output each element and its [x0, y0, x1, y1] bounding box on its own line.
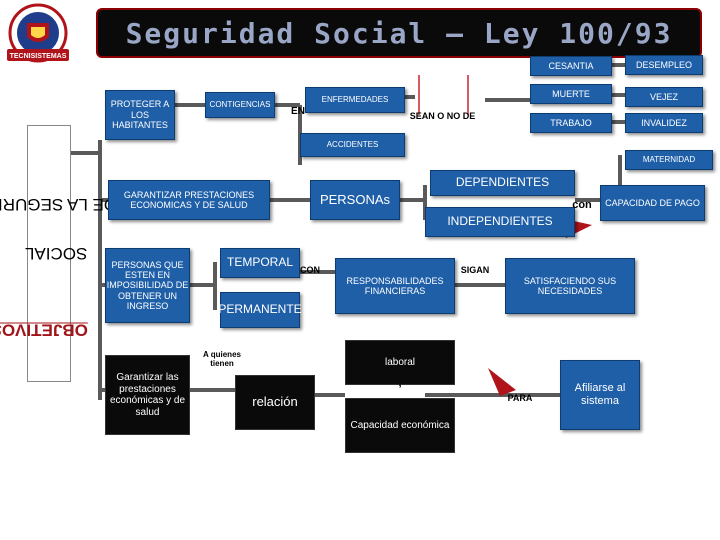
node-enfermedades: ENFERMEDADES [305, 87, 405, 113]
node-dependientes: DEPENDIENTES [430, 170, 575, 196]
node-relacion: relación [235, 375, 315, 430]
side-label-line1: DE LA SEGURIDAD [0, 194, 117, 214]
node-responsabilidades: RESPONSABILIDADES FINANCIERAS [335, 258, 455, 314]
node-independientes: INDEPENDIENTES [425, 207, 575, 237]
node-laboral: laboral [345, 340, 455, 385]
node-temporal: TEMPORAL [220, 248, 300, 278]
side-label: OBJETIVOS DE LA SEGURIDAD SOCIAL [0, 125, 117, 380]
node-maternidad: MATERNIDAD [625, 150, 713, 170]
node-contingencias: CONTIGENCIAS [205, 92, 275, 118]
institute-logo: TECNISISTEMAS [3, 3, 73, 73]
node-desempleo: DESEMPLEO [625, 55, 703, 75]
node-vejez: VEJEZ [625, 87, 703, 107]
side-label-line2: SOCIAL [25, 243, 88, 263]
node-personas: PERSONAs [310, 180, 400, 220]
node-capacidad-pago: CAPACIDAD DE PAGO [600, 185, 705, 221]
node-invalidez: INVALIDEZ [625, 113, 703, 133]
connector-en: EN [291, 106, 305, 118]
node-afiliarse: Afiliarse al sistema [560, 360, 640, 430]
node-capacidad-economica: Capacidad económica [345, 398, 455, 453]
node-permanente: PERMANENTE [218, 292, 302, 328]
connector-sigan: SIGAN [460, 264, 490, 275]
connector-sean-o-no-de: SEAN O NO DE [409, 110, 476, 121]
svg-text:TECNISISTEMAS: TECNISISTEMAS [10, 53, 67, 60]
node-garantizar-salud: Garantizar las prestaciones económicas y… [105, 355, 190, 435]
connector-comma: , [398, 376, 402, 389]
connector-a-quienes: A quienes tienen [203, 349, 241, 368]
side-label-frame [27, 125, 71, 382]
connector-para: PARA [507, 392, 533, 403]
node-cesantia: CESANTIA [530, 56, 612, 76]
node-garantizar-prestaciones: GARANTIZAR PRESTACIONES ECONOMICAS Y DE … [108, 180, 270, 220]
node-satisfaciendo: SATISFACIENDO SUS NECESIDADES [505, 258, 635, 314]
side-label-highlight: OBJETIVOS [0, 320, 89, 339]
node-muerte: MUERTE [530, 84, 612, 104]
node-trabajo: TRABAJO [530, 113, 612, 133]
shield-logo-icon: TECNISISTEMAS [7, 3, 69, 63]
node-accidentes: ACCIDENTES [300, 133, 405, 157]
node-proteger: PROTEGER A LOS HABITANTES [105, 90, 175, 140]
node-personas-que: PERSONAS QUE ESTEN EN IMPOSIBILIDAD DE O… [105, 248, 190, 323]
connector-con-upper: CON [300, 264, 320, 275]
connector-con-lower: con [572, 198, 592, 211]
page-title: Seguridad Social – Ley 100/93 [96, 8, 702, 58]
